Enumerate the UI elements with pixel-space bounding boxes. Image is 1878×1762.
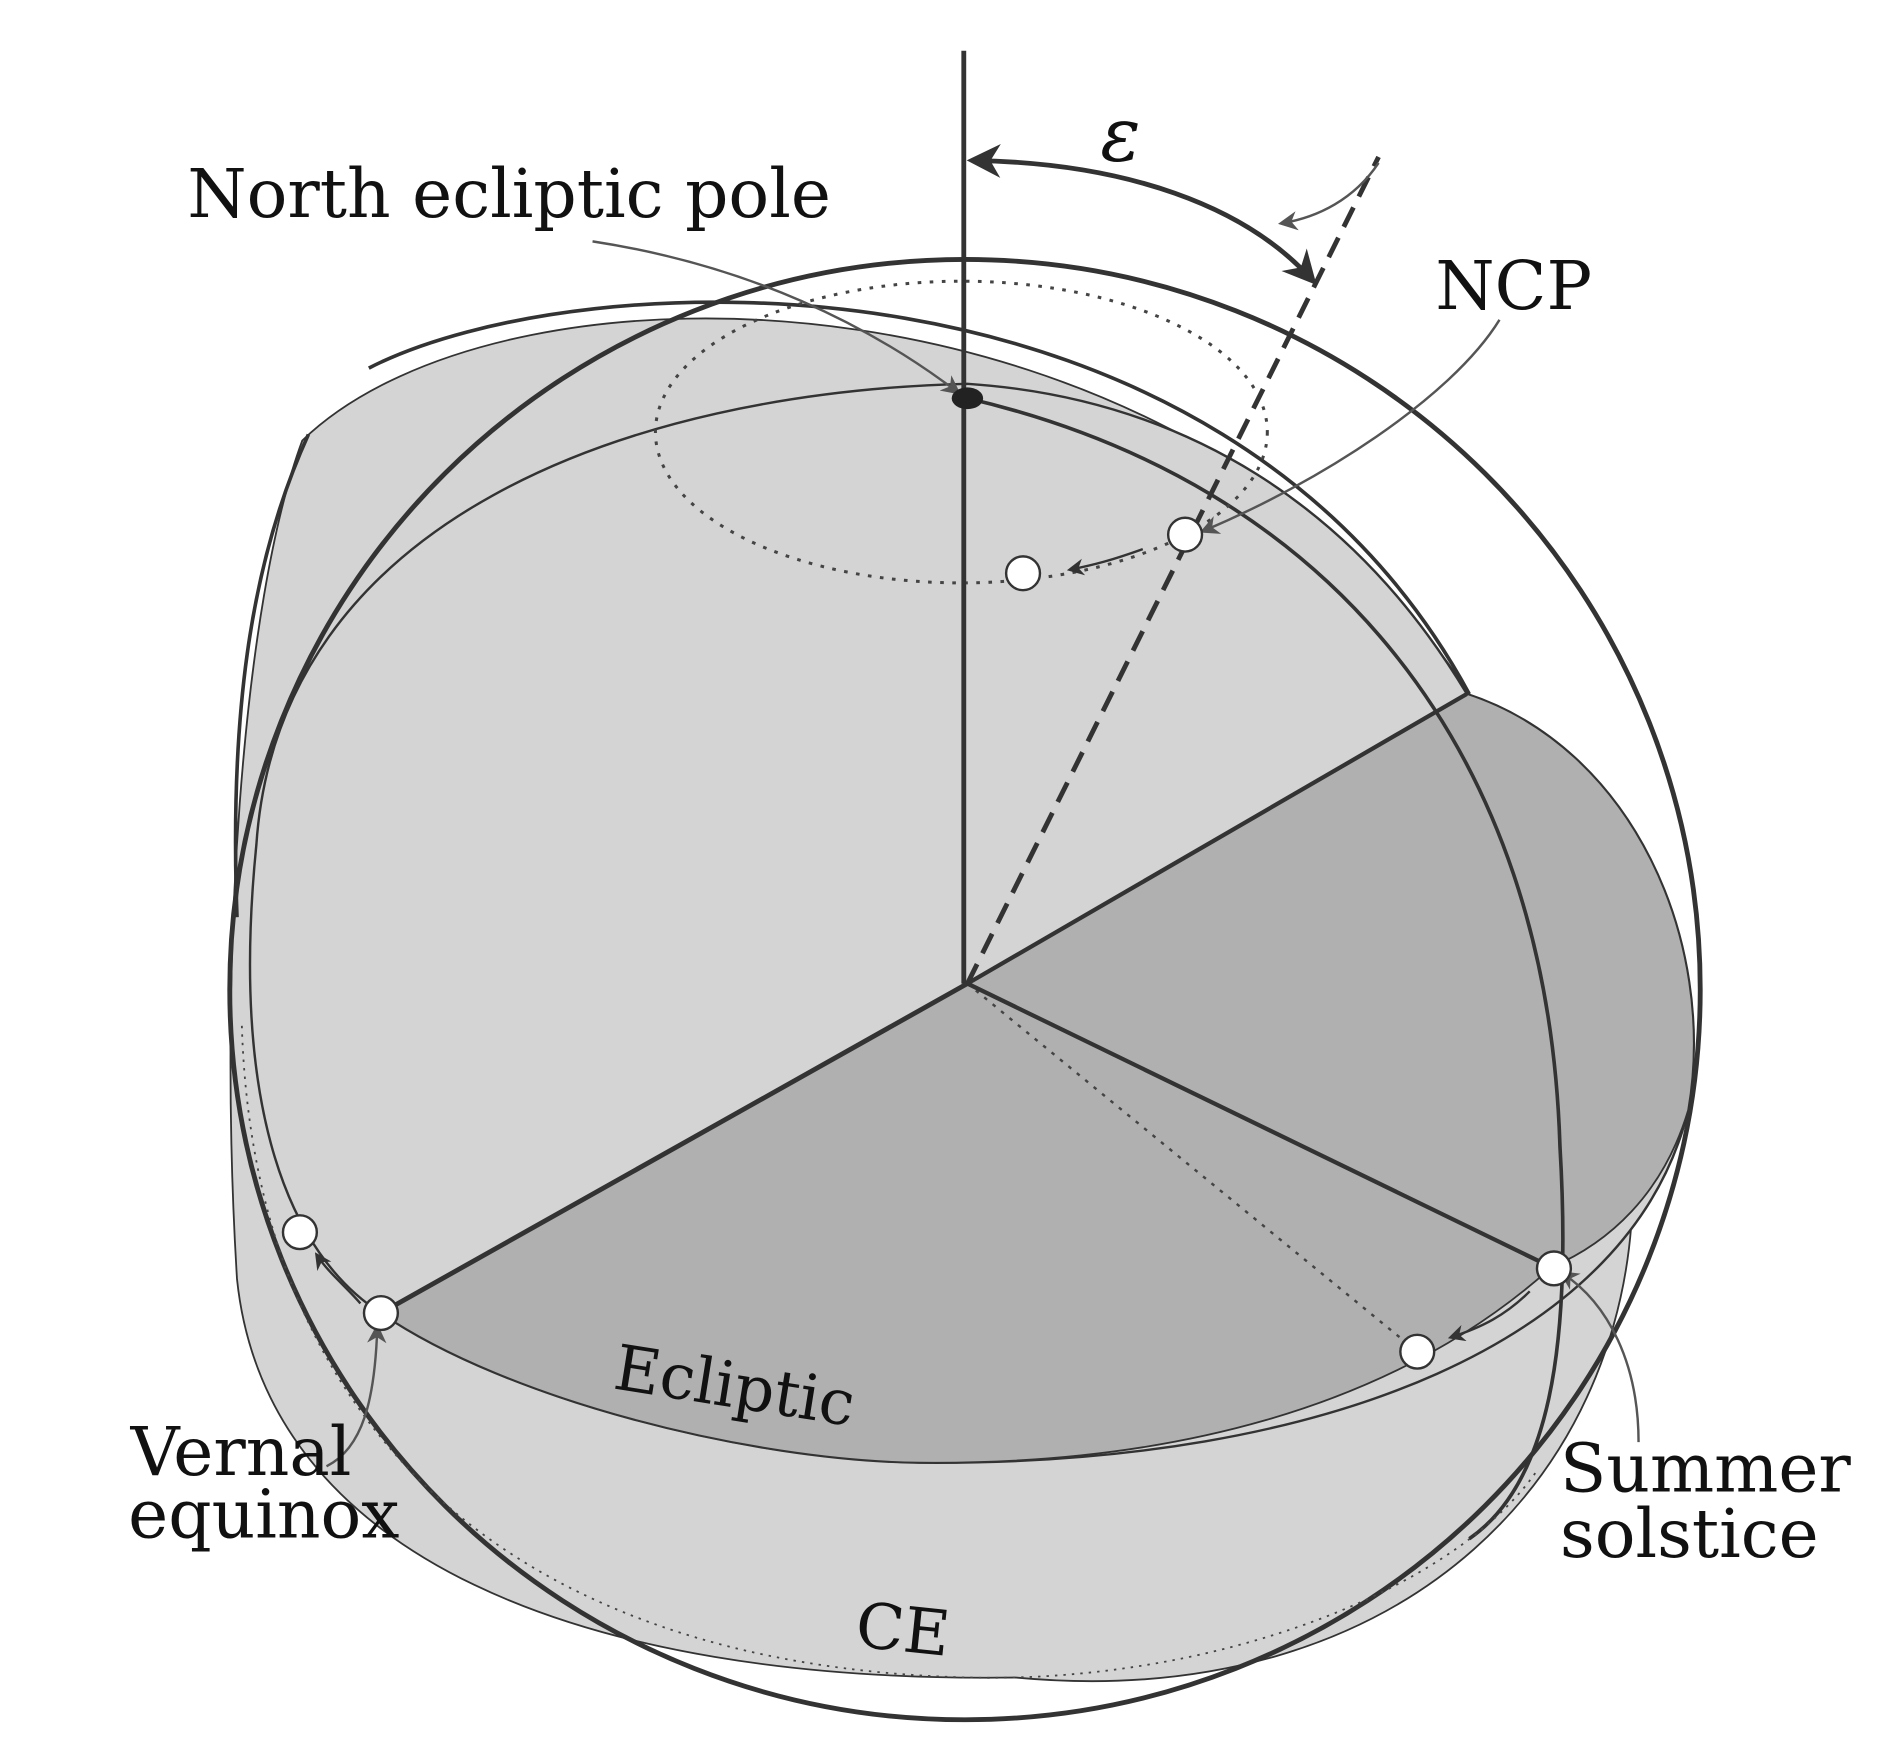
- celestial-axis: [965, 155, 1381, 985]
- ecliptic-dark-sector-front: [379, 982, 1554, 1464]
- epsilon-label: ε: [1100, 91, 1140, 179]
- precession-circle: [653, 279, 1269, 585]
- future-solstice-point: [1399, 1333, 1436, 1370]
- vernal-equinox-point: [362, 1294, 400, 1332]
- meridian-arc-left: [233, 433, 311, 918]
- precession-arrow-equinox: [314, 1252, 362, 1305]
- future-equinox-point: [281, 1214, 319, 1251]
- line-to-ecliptic-edge: [966, 692, 1468, 986]
- line-to-summer-solstice: [966, 981, 1553, 1270]
- summer-solstice-label-line2: solstice: [1560, 1494, 1819, 1573]
- precession-arrow-solstice: [1447, 1290, 1531, 1342]
- north-ecliptic-pole-point: [951, 387, 984, 410]
- obliquity-arc: [966, 144, 1317, 286]
- ce-label: CE: [852, 1588, 953, 1670]
- vernal-leader: [325, 1323, 387, 1468]
- summer-leader: [1559, 1271, 1640, 1443]
- future-ncp-point: [1004, 555, 1042, 592]
- vernal-equinox-label-line2: equinox: [128, 1475, 399, 1554]
- sphere-inner-arc: [368, 300, 1471, 695]
- precession-arrow-top: [1278, 162, 1380, 231]
- ncp-point: [1166, 516, 1204, 553]
- dotted-lower-arc: [240, 1025, 1537, 1679]
- ecliptic-dark-sector-right: [965, 692, 1695, 1269]
- line-to-vernal-equinox: [379, 981, 969, 1316]
- north-ecliptic-pole-label: North ecliptic pole: [187, 154, 831, 233]
- nep-leader: [592, 240, 961, 395]
- meridian-great-circle: [967, 396, 1565, 1541]
- summer-solstice-label-line1: Summer: [1560, 1429, 1852, 1508]
- summer-solstice-point: [1535, 1250, 1573, 1287]
- vernal-equinox-label-line1: Vernal: [130, 1412, 352, 1491]
- precession-arrow-circle: [1066, 547, 1144, 576]
- ncp-label: NCP: [1435, 246, 1592, 325]
- ncp-leader: [1199, 319, 1501, 534]
